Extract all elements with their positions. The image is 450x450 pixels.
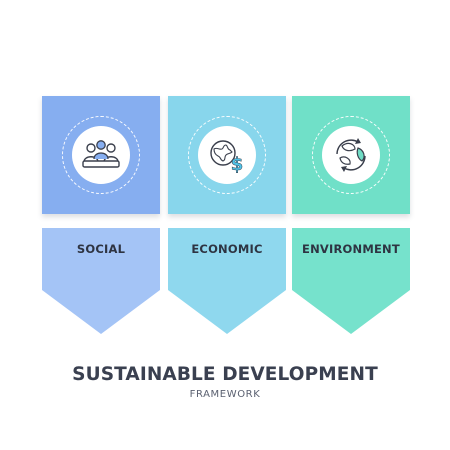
pillar-label-economic: ECONOMIC [191,242,263,256]
economic-card: $ [168,96,286,214]
svg-text:$: $ [231,154,244,175]
dashed-ring [312,116,390,194]
icon-disc [322,126,380,184]
icon-disc: $ [198,126,256,184]
people-meeting-icon [82,140,120,168]
social-arrow [42,228,160,336]
recycle-leaves-icon [336,138,366,172]
icon-disc [72,126,130,184]
globe-dollar-icon: $ [210,140,244,175]
dashed-ring [62,116,140,194]
social-card [42,96,160,214]
diagram-title: SUSTAINABLE DEVELOPMENT [72,364,378,385]
environment-arrow [292,228,410,336]
pillar-social: SOCIAL [42,96,160,334]
pillar-label-social: SOCIAL [76,242,126,256]
dashed-ring [188,116,266,194]
diagram-subtitle: FRAMEWORK [189,389,261,400]
pillar-environment: ENVIRONMENT [292,96,410,334]
pillar-label-environment: ENVIRONMENT [302,242,400,256]
economic-arrow [168,228,286,336]
environment-card [292,96,410,214]
pillar-economic: $ ECONOMIC [168,96,286,334]
